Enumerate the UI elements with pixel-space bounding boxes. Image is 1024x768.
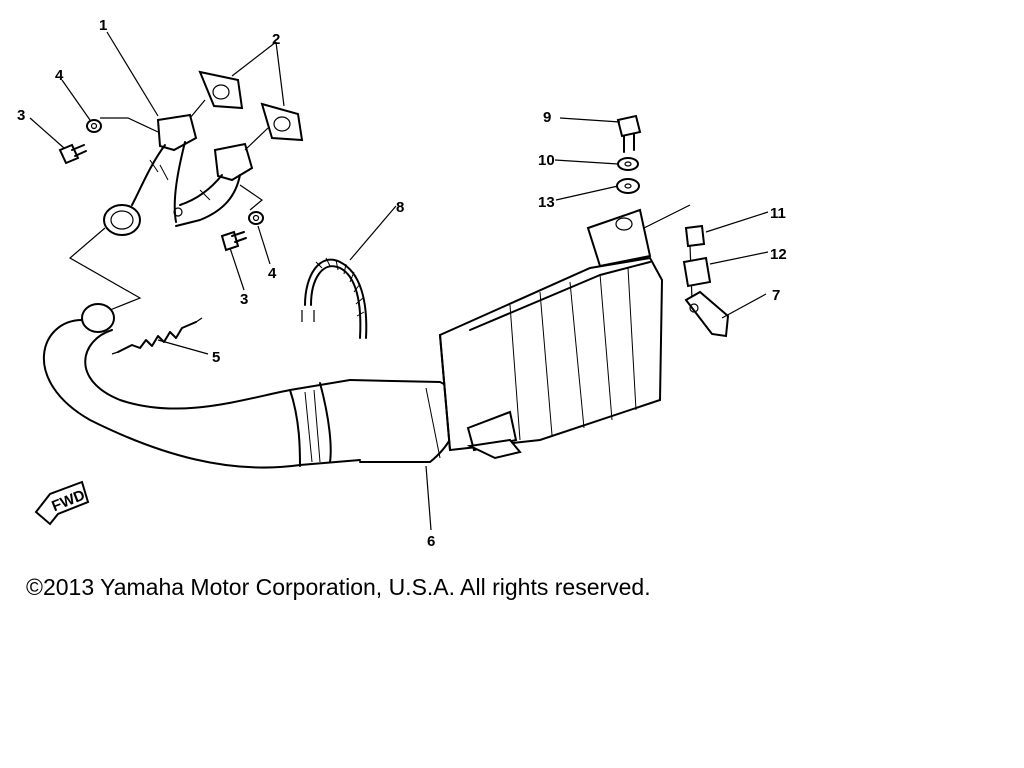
- bracket-part: [684, 290, 730, 338]
- callout-11: 11: [770, 205, 786, 222]
- callout-1: 1: [99, 17, 107, 34]
- callout-8: 8: [396, 199, 404, 216]
- callout-10: 10: [538, 152, 555, 169]
- bolt-9-part: [616, 114, 642, 153]
- exhaust-parts-diagram: FWD 1 2 3 4 3 4 5 6 7 8 9 10 13 11 12: [17, 17, 787, 550]
- muffler-exhaust-part: [43, 208, 664, 469]
- callout-labels: 1 2 3 4 3 4 5 6 7 8 9 10 13 11 12: [17, 17, 787, 550]
- spring-part: [111, 317, 203, 355]
- cable-part: [301, 257, 368, 339]
- callout-3-lower: 3: [240, 291, 248, 308]
- callout-7: 7: [772, 287, 780, 304]
- washer-10-part: [617, 157, 639, 171]
- callout-3-upper: 3: [17, 107, 25, 124]
- damper-part: [682, 256, 712, 288]
- callout-4-upper: 4: [55, 67, 64, 84]
- leader-lines: [29, 31, 769, 531]
- bolt-washer-lower: [220, 211, 264, 252]
- callout-2: 2: [272, 31, 280, 48]
- bolt-washer-upper: [58, 119, 102, 165]
- gasket-part: [198, 70, 304, 142]
- collar-part: [684, 224, 706, 248]
- callout-4-lower: 4: [268, 265, 277, 282]
- washer-13-part: [616, 178, 640, 194]
- callout-9: 9: [543, 109, 551, 126]
- callout-5: 5: [212, 349, 220, 366]
- callout-12: 12: [770, 246, 787, 263]
- assembly-guide-lines: [68, 99, 693, 311]
- exhaust-manifold-part: [103, 113, 254, 236]
- callout-6: 6: [427, 533, 435, 550]
- copyright-text: ©2013 Yamaha Motor Corporation, U.S.A. A…: [26, 574, 651, 600]
- callout-13: 13: [538, 194, 555, 211]
- fwd-arrow-icon: FWD: [34, 480, 90, 526]
